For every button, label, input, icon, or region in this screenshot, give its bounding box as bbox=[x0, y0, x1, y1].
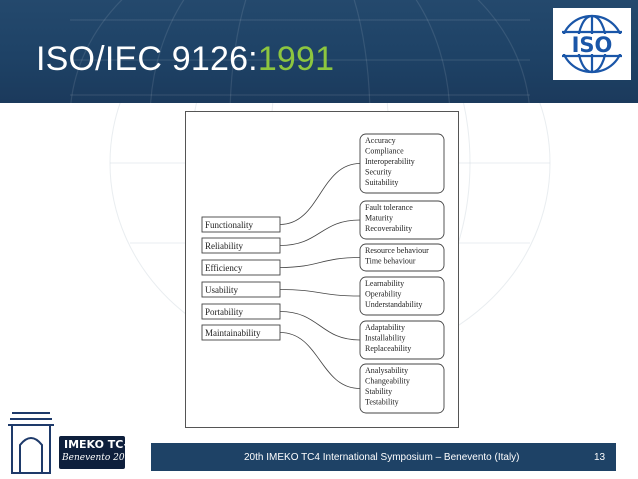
subcharacteristic-label: Adaptability bbox=[365, 323, 405, 332]
subcharacteristic-label: Testability bbox=[365, 398, 399, 407]
subcharacteristic-box bbox=[359, 363, 445, 414]
subcharacteristic-label: Fault tolerance bbox=[365, 203, 413, 212]
subcharacteristic-label: Security bbox=[365, 168, 392, 177]
imeko-logo-title: IMEKO TC-4 bbox=[64, 438, 136, 451]
imeko-badge bbox=[59, 436, 125, 469]
characteristic-box bbox=[201, 281, 281, 298]
footer-bar bbox=[151, 443, 616, 471]
iso-logo-text: ISO bbox=[572, 33, 613, 57]
slide-header: ISO/IEC 9126:1991 bbox=[0, 0, 638, 103]
connector-line bbox=[279, 219, 361, 246]
connector-line bbox=[279, 289, 361, 297]
connector-line bbox=[279, 332, 361, 389]
imeko-arch-logo-icon bbox=[8, 412, 54, 474]
connector-line bbox=[279, 163, 361, 225]
imeko-logo-subtitle: Benevento 2014 bbox=[62, 453, 137, 463]
subcharacteristic-label: Time behaviour bbox=[365, 257, 416, 266]
subcharacteristic-box bbox=[359, 320, 445, 360]
subcharacteristic-label: Operability bbox=[365, 290, 401, 299]
subcharacteristic-label: Analysability bbox=[365, 366, 408, 375]
iso-globe-icon: ISO bbox=[560, 14, 624, 74]
subcharacteristic-label: Maturity bbox=[365, 214, 393, 223]
subcharacteristic-label: Stability bbox=[365, 387, 392, 396]
subcharacteristic-label: Suitability bbox=[365, 178, 398, 187]
characteristic-box bbox=[201, 237, 281, 254]
subcharacteristic-label: Resource behaviour bbox=[365, 246, 429, 255]
subcharacteristic-label: Accuracy bbox=[365, 136, 396, 145]
globe-watermark-icon bbox=[70, 0, 530, 103]
subcharacteristic-label: Changeability bbox=[365, 377, 410, 386]
subcharacteristic-label: Learnability bbox=[365, 279, 404, 288]
characteristic-box bbox=[201, 259, 281, 276]
subcharacteristic-box bbox=[359, 200, 445, 240]
footer-text: 20th IMEKO TC4 International Symposium –… bbox=[244, 452, 520, 463]
characteristic-label: Usability bbox=[205, 285, 238, 295]
characteristic-label: Functionality bbox=[205, 220, 253, 230]
page-number: 13 bbox=[594, 452, 606, 463]
subcharacteristic-label: Understandability bbox=[365, 300, 422, 309]
characteristic-label: Reliability bbox=[205, 241, 243, 251]
characteristic-box bbox=[201, 303, 281, 320]
connector-line bbox=[279, 311, 361, 341]
page-title: ISO/IEC 9126:1991 bbox=[36, 40, 335, 78]
subcharacteristic-box bbox=[359, 243, 445, 272]
characteristic-label: Portability bbox=[205, 307, 243, 317]
subcharacteristic-label: Interoperability bbox=[365, 157, 415, 166]
subcharacteristic-box bbox=[359, 133, 445, 194]
subcharacteristic-label: Recoverability bbox=[365, 224, 412, 233]
iso-logo: ISO bbox=[553, 8, 631, 80]
characteristic-box bbox=[201, 324, 281, 341]
characteristic-label: Efficiency bbox=[205, 263, 243, 273]
subcharacteristic-box bbox=[359, 276, 445, 316]
characteristic-label: Maintainability bbox=[205, 328, 261, 338]
connector-line bbox=[279, 257, 361, 268]
diagram-canvas: FunctionalityReliabilityEfficiencyUsabil… bbox=[201, 133, 445, 414]
subcharacteristic-label: Replaceability bbox=[365, 344, 411, 353]
subcharacteristic-label: Installability bbox=[365, 334, 405, 343]
characteristic-box bbox=[201, 216, 281, 233]
subcharacteristic-label: Compliance bbox=[365, 147, 404, 156]
